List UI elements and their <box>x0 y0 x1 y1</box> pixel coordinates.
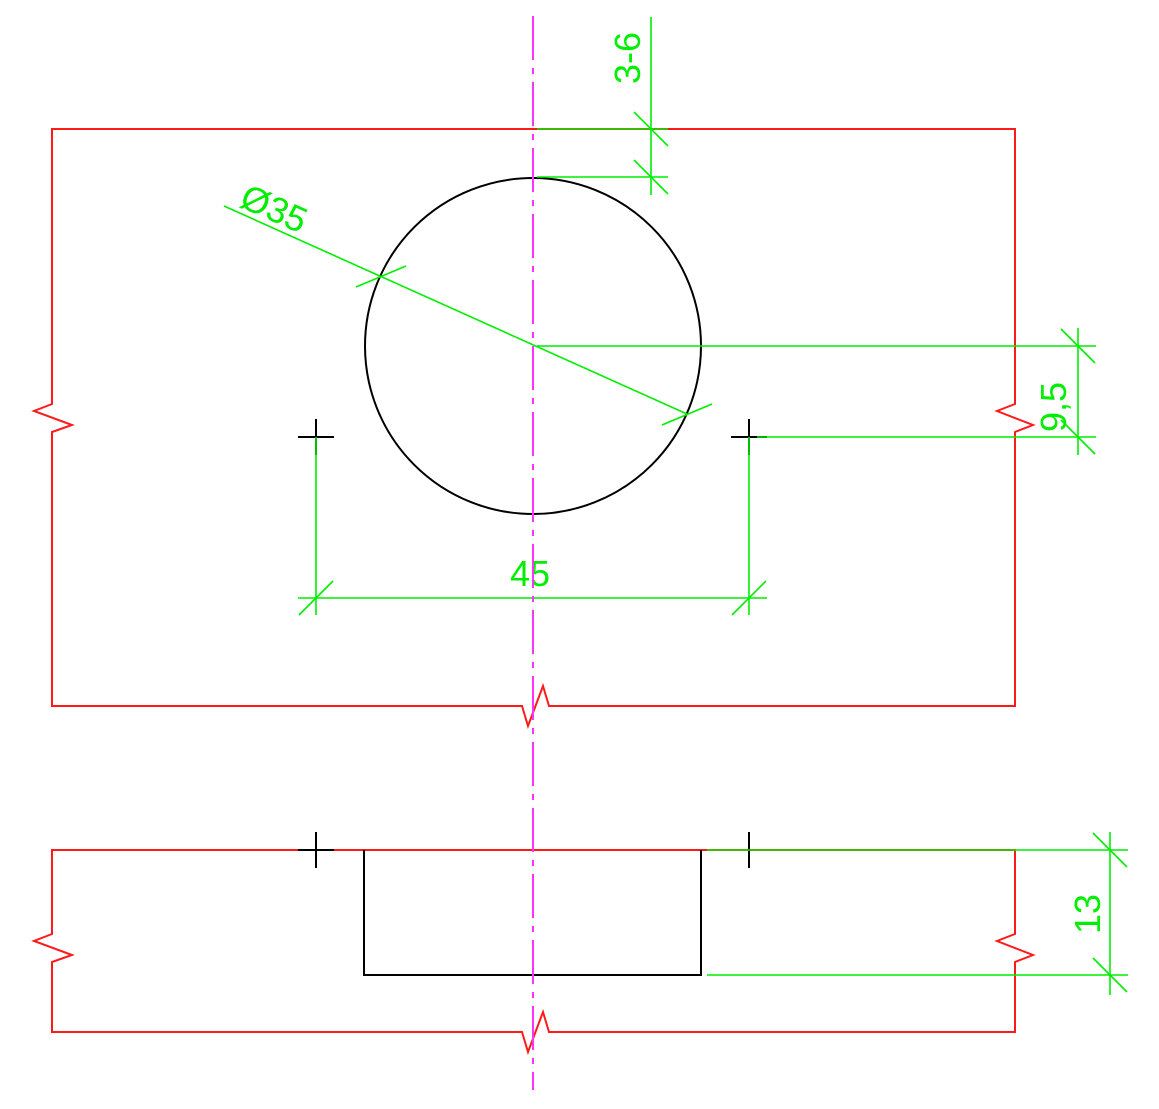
section-view: 13 <box>31 832 1128 1056</box>
diameter-label: Ø35 <box>235 176 314 241</box>
depth-label: 13 <box>1067 894 1108 934</box>
section-board-outline <box>31 849 1036 1056</box>
section-screw-mark-left <box>298 832 334 868</box>
depth-dimension <box>707 832 1128 995</box>
top-board-outline <box>31 128 1036 730</box>
edge-distance-dimension <box>537 17 669 195</box>
hole-spacing-label: 45 <box>510 553 550 594</box>
diameter-dimension <box>223 205 713 426</box>
offset-label: 9,5 <box>1033 382 1074 432</box>
offset-dimension <box>537 328 1096 455</box>
top-view: Ø35 3-6 45 9,5 <box>31 17 1096 730</box>
edge-distance-label: 3-6 <box>607 32 648 84</box>
